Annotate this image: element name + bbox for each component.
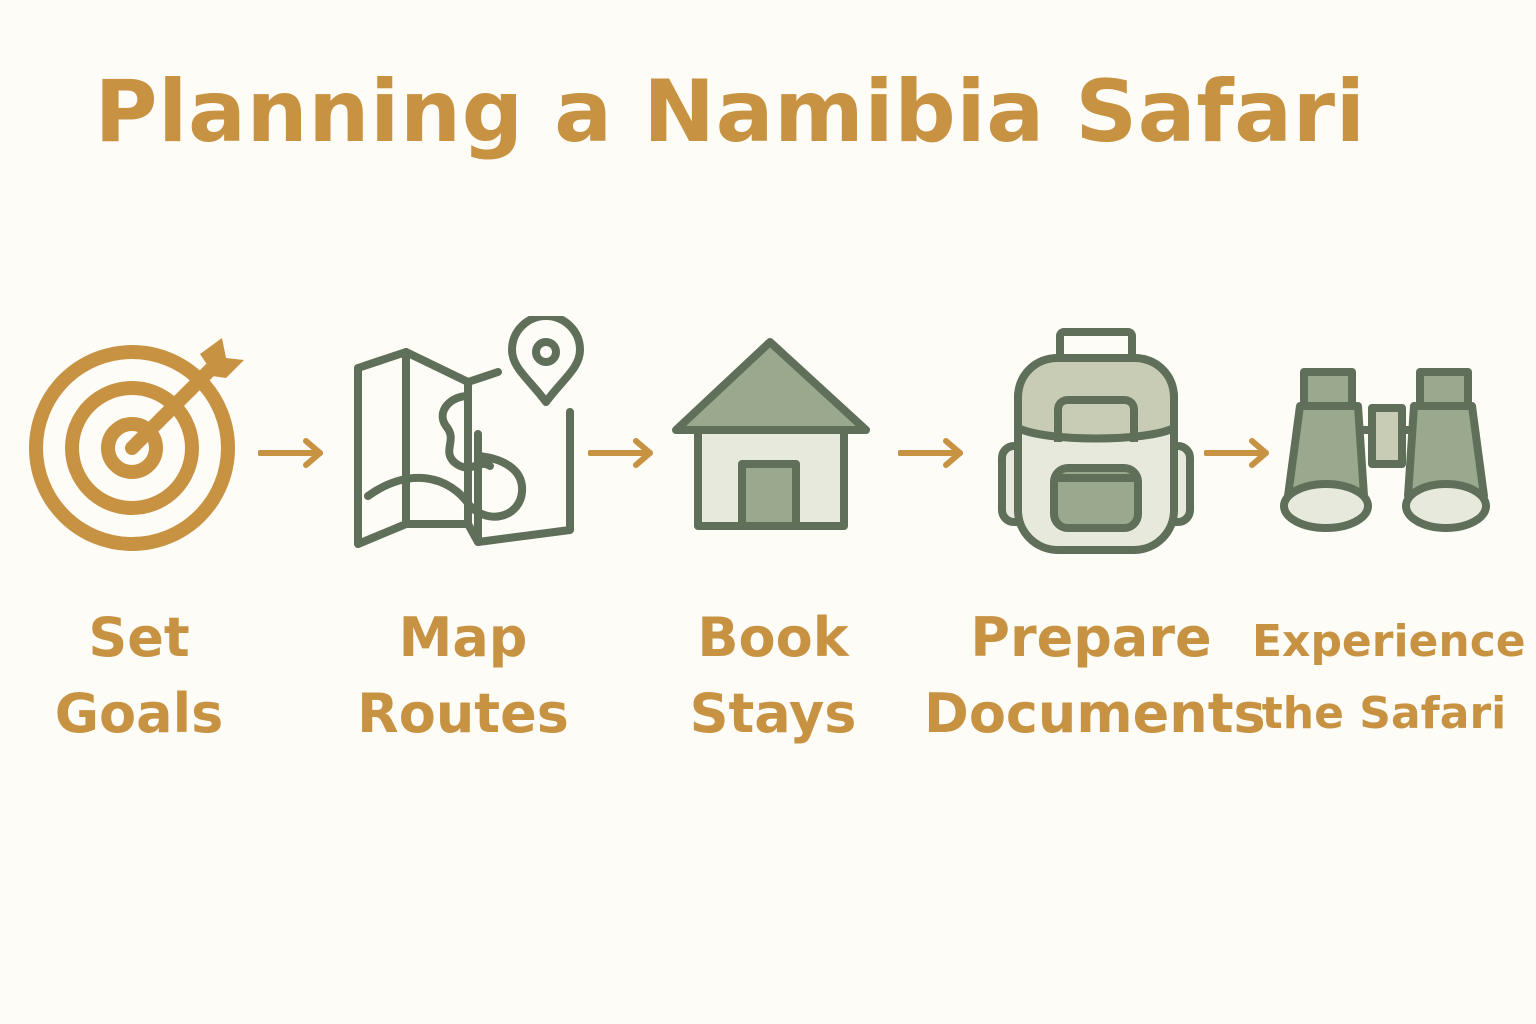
step-label-line: Prepare bbox=[970, 606, 1212, 669]
step-label-map-routes: Map Routes bbox=[330, 600, 596, 752]
step-label-experience-safari: Experience the Safari bbox=[1252, 606, 1526, 750]
arrow-icon bbox=[1204, 438, 1269, 468]
arrow-icon bbox=[898, 438, 963, 468]
binoculars-icon bbox=[1280, 368, 1490, 532]
step-label-book-stays: Book Stays bbox=[640, 600, 906, 752]
house-icon bbox=[672, 338, 870, 530]
step-label-set-goals: Set Goals bbox=[0, 600, 278, 752]
step-label-line: Goals bbox=[54, 682, 224, 745]
map-icon bbox=[354, 316, 584, 548]
step-label-line: the Safari bbox=[1261, 688, 1507, 739]
step-label-line: Map bbox=[398, 606, 528, 669]
step-label-prepare-documents: Prepare Documents bbox=[924, 600, 1266, 752]
step-label-line: Documents bbox=[924, 682, 1266, 745]
step-label-line: Book bbox=[697, 606, 849, 669]
arrow-icon bbox=[258, 438, 323, 468]
backpack-icon bbox=[998, 328, 1194, 554]
arrow-icon bbox=[588, 438, 653, 468]
target-icon bbox=[29, 338, 244, 551]
step-label-line: Experience bbox=[1252, 616, 1526, 667]
step-label-line: Set bbox=[88, 606, 190, 669]
step-label-line: Routes bbox=[357, 682, 569, 745]
page-title: Planning a Namibia Safari bbox=[94, 62, 1366, 162]
step-label-line: Stays bbox=[689, 682, 857, 745]
